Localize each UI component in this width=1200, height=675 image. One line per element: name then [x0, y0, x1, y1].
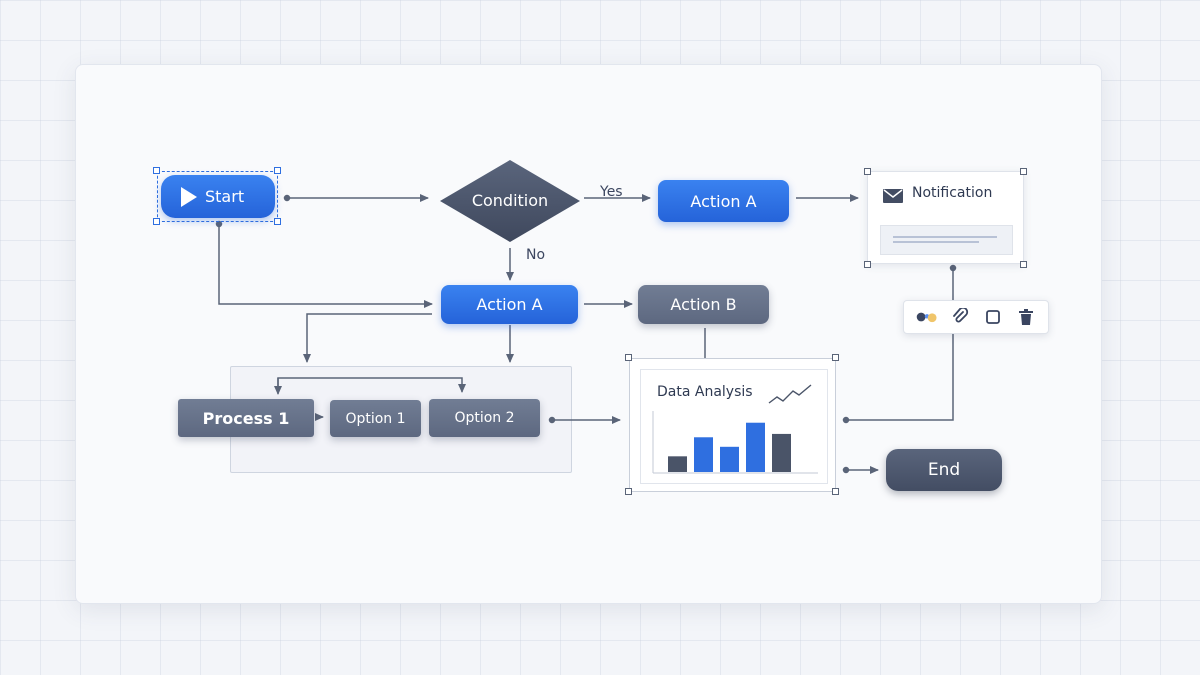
data-analysis-inner	[640, 369, 828, 484]
action-b-node[interactable]: Action B	[638, 285, 769, 324]
attachment-icon[interactable]	[949, 306, 971, 328]
action-a-mid-node[interactable]: Action A	[441, 285, 578, 324]
mini-bar	[668, 456, 687, 472]
process-1-label: Process 1	[202, 408, 290, 428]
selection-handle[interactable]	[274, 218, 281, 225]
yes-label: Yes	[600, 184, 623, 200]
mini-bar-chart	[652, 411, 818, 474]
selection-handle[interactable]	[864, 261, 871, 268]
start-selection-frame	[157, 171, 278, 222]
selection-handle[interactable]	[625, 488, 632, 495]
selection-handle[interactable]	[153, 167, 160, 174]
process-1-node[interactable]: Process 1	[178, 399, 314, 437]
option-2-node[interactable]: Option 2	[429, 399, 540, 437]
selection-handle[interactable]	[832, 354, 839, 361]
square-icon[interactable]	[982, 306, 1004, 328]
node-toolbar	[903, 300, 1049, 334]
selection-handle[interactable]	[864, 168, 871, 175]
selection-handle[interactable]	[832, 488, 839, 495]
trend-line-icon	[768, 384, 812, 404]
notification-title: Notification	[912, 185, 993, 201]
notification-card[interactable]: Notification	[867, 171, 1024, 264]
trash-icon[interactable]	[1015, 306, 1037, 328]
selection-handle[interactable]	[1020, 261, 1027, 268]
action-b-label: Action B	[670, 295, 737, 314]
play-icon	[181, 186, 197, 207]
condition-label: Condition	[472, 191, 548, 210]
action-a-mid-label: Action A	[476, 295, 543, 314]
mini-bar	[694, 437, 713, 472]
selection-handle[interactable]	[1020, 168, 1027, 175]
selection-handle[interactable]	[153, 218, 160, 225]
mail-icon	[883, 189, 903, 203]
condition-node[interactable]: Condition	[438, 158, 582, 244]
selection-handle[interactable]	[625, 354, 632, 361]
mini-bar	[746, 422, 765, 472]
start-node[interactable]: Start	[161, 175, 275, 218]
diagram-canvas[interactable]	[75, 64, 1102, 604]
action-a-top-node[interactable]: Action A	[658, 180, 789, 222]
end-label: End	[927, 460, 961, 480]
end-node[interactable]: End	[886, 449, 1002, 491]
color-palette-icon[interactable]	[916, 306, 938, 328]
mini-bar	[720, 446, 739, 472]
mini-bar	[772, 433, 791, 472]
no-label: No	[526, 247, 546, 263]
start-label: Start	[205, 187, 245, 206]
data-analysis-title: Data Analysis	[657, 384, 753, 400]
option-1-node[interactable]: Option 1	[330, 400, 421, 437]
selection-handle[interactable]	[274, 167, 281, 174]
data-analysis-card[interactable]: Data Analysis	[629, 358, 836, 492]
option-2-label: Option 2	[454, 410, 515, 426]
option-1-label: Option 1	[345, 410, 406, 427]
action-a-top-label: Action A	[690, 191, 757, 211]
notification-body	[880, 225, 1013, 255]
